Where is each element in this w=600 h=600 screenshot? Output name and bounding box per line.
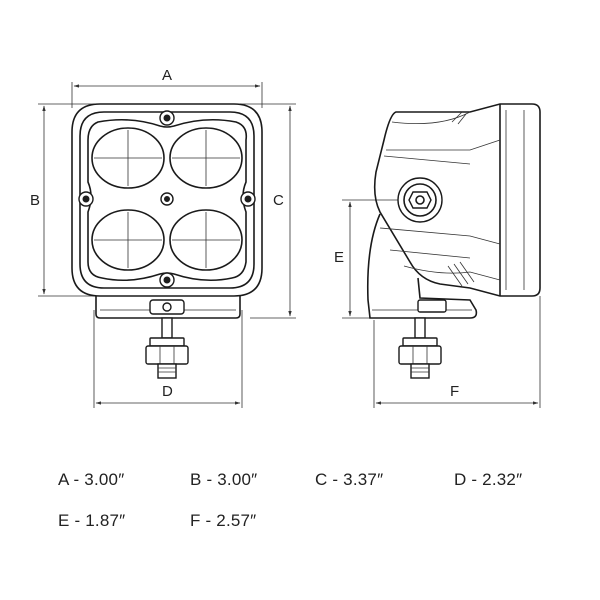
dimension-b-label: B xyxy=(30,192,40,209)
reflector-top-right xyxy=(169,127,243,189)
dimension-e-label: E xyxy=(334,249,344,266)
dimension-f-label: F xyxy=(450,383,459,400)
reflector-top-left xyxy=(91,127,165,189)
bezel-screws xyxy=(78,110,256,288)
spec-f: F - 2.57″ xyxy=(190,511,257,530)
dimension-a-label: A xyxy=(162,67,172,84)
side-view: E F xyxy=(334,103,541,408)
dimension-b: B xyxy=(30,103,100,297)
lens-reflectors xyxy=(91,127,243,271)
dimension-d-label: D xyxy=(162,383,173,400)
dimension-e: E xyxy=(334,199,418,319)
rear-housing xyxy=(373,103,541,297)
dimension-c: C xyxy=(240,103,296,319)
housing-inner-outline xyxy=(79,111,255,289)
spec-d: D - 2.32″ xyxy=(454,470,523,489)
reflector-bottom-right xyxy=(169,209,243,271)
lens-bezel xyxy=(87,118,248,282)
dimension-f: F xyxy=(373,296,541,408)
pivot-bolt xyxy=(397,177,443,223)
dimension-a: A xyxy=(71,67,263,108)
side-mounting-bolt xyxy=(398,317,442,379)
dimension-d: D xyxy=(93,310,243,408)
mounting-bolt xyxy=(145,317,189,379)
spec-e: E - 1.87″ xyxy=(58,511,126,530)
reflector-bottom-left xyxy=(91,209,165,271)
dimension-c-label: C xyxy=(273,192,284,209)
spec-c: C - 3.37″ xyxy=(315,470,384,489)
housing-outline xyxy=(71,103,263,297)
front-view: A B C D xyxy=(30,67,296,408)
side-fins xyxy=(447,111,475,287)
side-bracket-nut xyxy=(417,299,447,313)
spec-a: A - 3.00″ xyxy=(58,470,125,489)
spec-b: B - 3.00″ xyxy=(190,470,258,489)
